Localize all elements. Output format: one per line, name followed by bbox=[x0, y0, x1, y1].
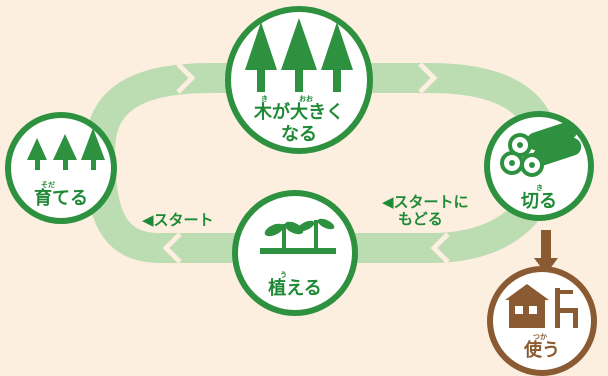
start-label: ◀スタート bbox=[142, 212, 214, 229]
step-raise-ruby: そだ bbox=[41, 181, 55, 189]
saplings-icon bbox=[27, 128, 105, 170]
return-marker: ◀ bbox=[382, 193, 394, 211]
step-raise-label: 育てる bbox=[34, 188, 88, 209]
step-grow-ruby-1: き bbox=[261, 95, 268, 103]
arrow-chevron bbox=[430, 232, 450, 264]
step-grow-node: き おお 木が大きく なる bbox=[225, 6, 373, 154]
down-arrow-shaft bbox=[541, 230, 551, 260]
return-text-line2: もどる bbox=[398, 209, 443, 228]
step-plant-node: う 植える bbox=[232, 190, 358, 316]
step-use-node: つか 使う bbox=[487, 266, 597, 376]
logs-icon bbox=[500, 123, 582, 177]
arrow-chevron bbox=[418, 62, 438, 94]
step-grow-label-line1: 木が大きく bbox=[254, 102, 344, 123]
step-grow-ruby-2: おお bbox=[299, 95, 313, 103]
wood-cycle-diagram: き おお 木が大きく なる き 切る つか bbox=[5, 6, 597, 376]
start-text: スタート bbox=[153, 211, 214, 229]
trees-icon bbox=[245, 18, 353, 92]
start-marker: ◀ bbox=[142, 211, 154, 229]
step-raise-node: そだ 育てる bbox=[5, 112, 117, 224]
sprouts-icon bbox=[260, 218, 336, 254]
house-chair-icon bbox=[505, 284, 578, 328]
return-text-line1: スタートに bbox=[393, 193, 469, 211]
return-to-start-label: ◀スタートに もどる bbox=[382, 194, 469, 227]
step-cut-node: き 切る bbox=[484, 111, 594, 221]
arrow-chevron bbox=[162, 232, 182, 264]
arrow-chevron bbox=[176, 62, 196, 94]
step-plant-ruby: う bbox=[280, 271, 287, 279]
step-cut-label: 切る bbox=[521, 191, 557, 212]
step-grow-label-line2: なる bbox=[281, 124, 317, 145]
step-use-ruby: つか bbox=[533, 333, 547, 341]
step-plant-label: 植える bbox=[268, 278, 322, 299]
step-use-label: 使う bbox=[524, 340, 560, 361]
step-cut-ruby: き bbox=[536, 184, 543, 192]
